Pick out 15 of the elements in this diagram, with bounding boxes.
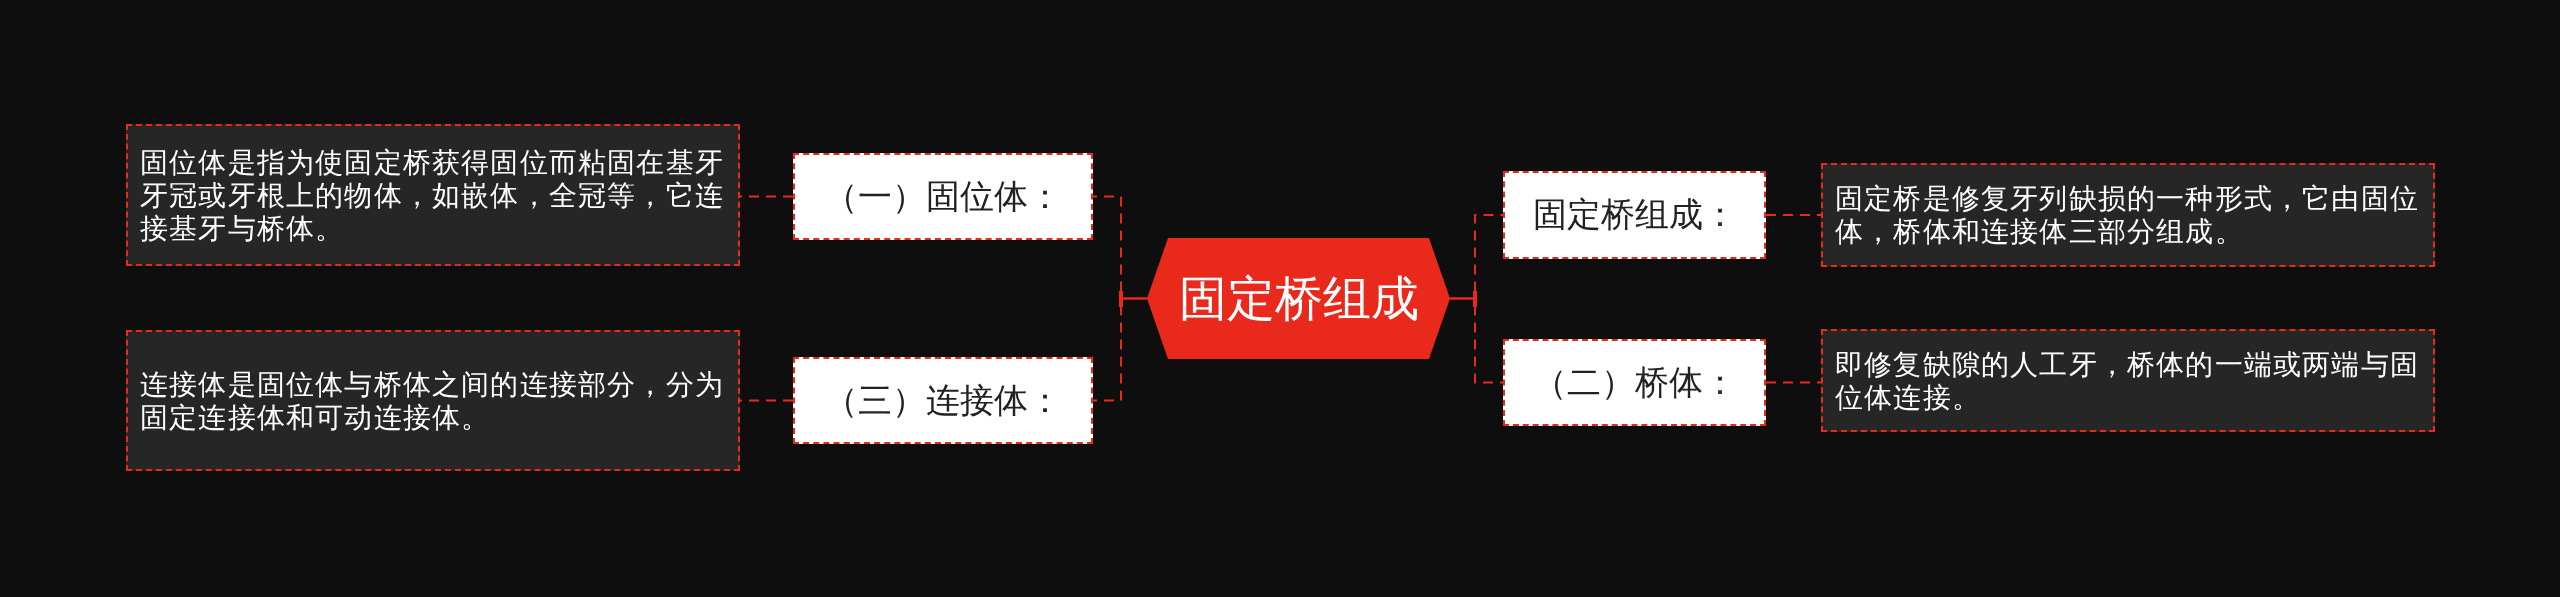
note-box: 固位体是指为使固定桥获得固位而粘固在基牙牙冠或牙根上的物体，如嵌体，全冠等，它连接基牙与桥体。 xyxy=(126,124,740,266)
topic-box: （二）桥体： xyxy=(1503,339,1766,426)
note-box: 即修复缺隙的人工牙，桥体的一端或两端与固位体连接。 xyxy=(1821,329,2435,432)
connector xyxy=(1765,381,1822,384)
connector xyxy=(739,195,794,198)
note-box: 连接体是固位体与桥体之间的连接部分，分为固定连接体和可动连接体。 xyxy=(126,330,740,471)
connector xyxy=(1765,214,1822,216)
connector xyxy=(1092,297,1148,402)
connector xyxy=(1449,297,1504,384)
hexagon-topic: 固定桥组成 xyxy=(1147,238,1450,359)
topic-box: （三）连接体： xyxy=(793,357,1093,444)
note-box: 固定桥是修复牙列缺损的一种形式，它由固位体，桥体和连接体三部分组成。 xyxy=(1821,163,2435,267)
topic-box: 固定桥组成： xyxy=(1503,171,1766,259)
topic-box: （一）固位体： xyxy=(793,153,1093,240)
connector xyxy=(739,399,794,402)
